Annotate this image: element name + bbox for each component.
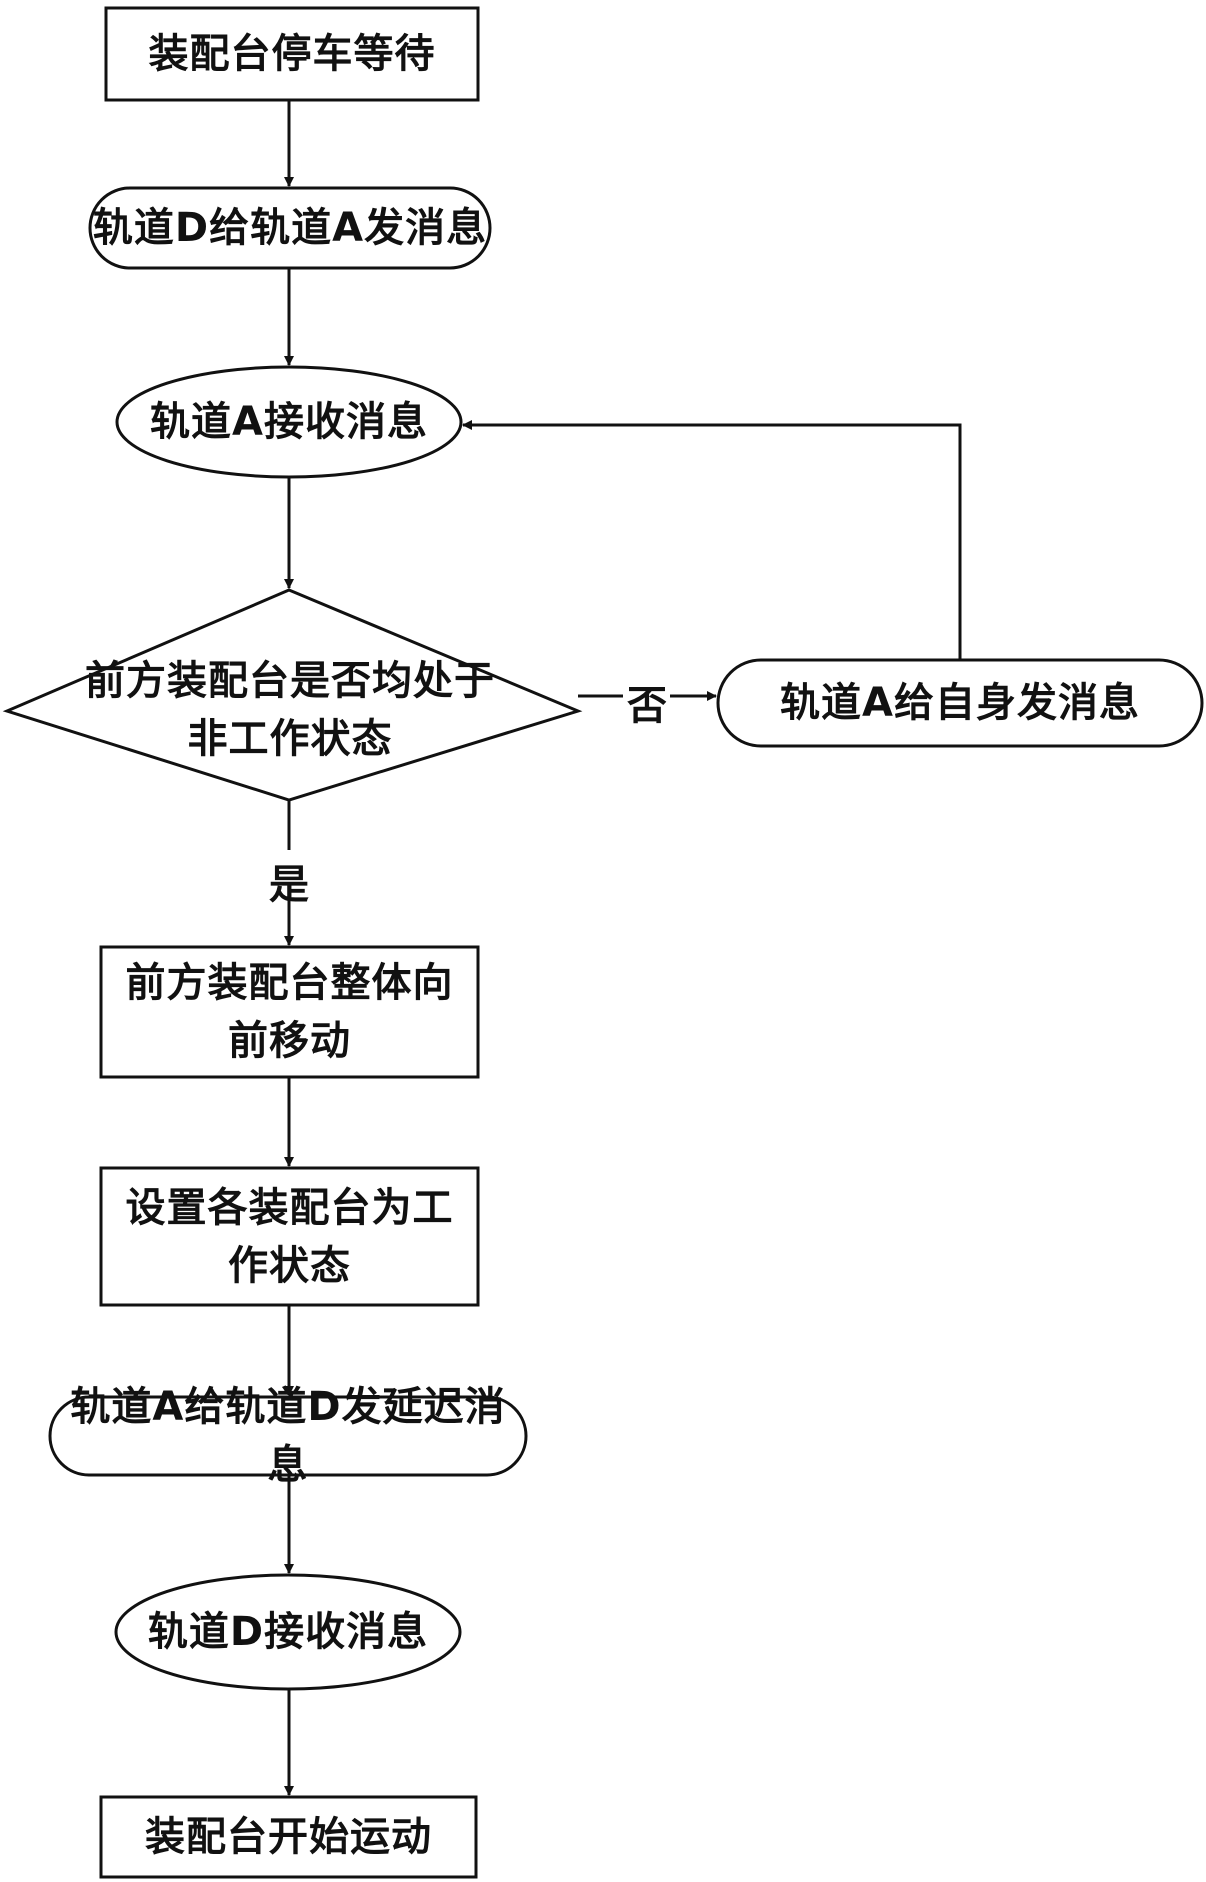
- edge-label-yes: 是: [269, 852, 309, 910]
- arrow-loop-back-to-a-receive: [463, 425, 960, 660]
- node-a-send-self-label: 轨道A给自身发消息: [718, 660, 1202, 746]
- node-park-wait-label: 装配台停车等待: [106, 8, 478, 100]
- node-move-forward-label: 前方装配台整体向 前移动: [101, 947, 478, 1077]
- node-d-send-a-label: 轨道D给轨道A发消息: [90, 188, 490, 268]
- node-decision-label: 前方装配台是否均处于 非工作状态: [60, 650, 520, 770]
- node-a-receive-label: 轨道A接收消息: [117, 367, 461, 477]
- node-set-working-label: 设置各装配台为工 作状态: [101, 1168, 478, 1305]
- node-d-receive-label: 轨道D接收消息: [116, 1575, 460, 1689]
- node-a-send-d-delay-label: 轨道A给轨道D发延迟消息: [50, 1397, 526, 1475]
- node-start-motion-label: 装配台开始运动: [101, 1797, 476, 1877]
- edge-label-no: 否: [627, 673, 667, 731]
